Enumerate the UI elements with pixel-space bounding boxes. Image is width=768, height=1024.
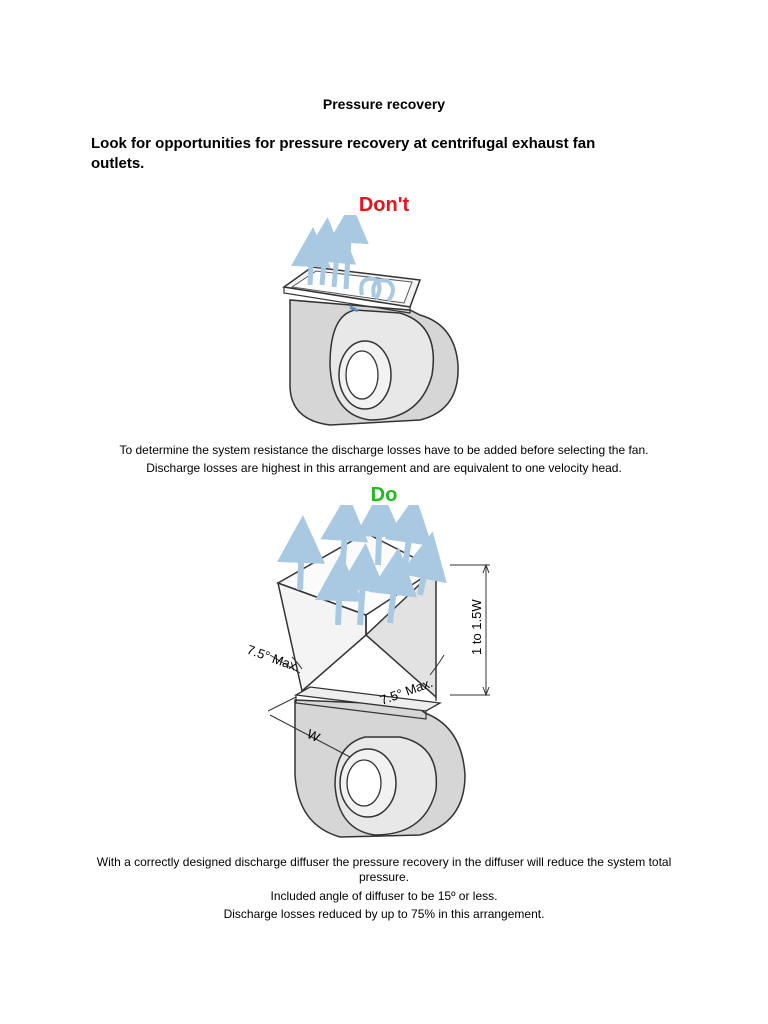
lead-text: Look for opportunities for pressure reco…: [91, 134, 651, 174]
fan-without-diffuser-illustration: [270, 215, 470, 435]
do-caption-1: With a correctly designed discharge diff…: [96, 855, 672, 885]
do-caption-3: Discharge losses reduced by up to 75% in…: [40, 907, 728, 922]
dont-caption-2: Discharge losses are highest in this arr…: [40, 461, 728, 476]
do-label: Do: [0, 484, 768, 507]
fan-with-diffuser-illustration: 1 to 1.5W 7.5° Max. 7.5° Max. W: [240, 505, 510, 850]
height-dimension-label: 1 to 1.5W: [469, 599, 484, 655]
do-caption-2: Included angle of diffuser to be 15º or …: [40, 889, 728, 904]
dont-caption-1: To determine the system resistance the d…: [40, 443, 728, 458]
dont-label: Don't: [0, 194, 768, 217]
page-title: Pressure recovery: [0, 96, 768, 112]
